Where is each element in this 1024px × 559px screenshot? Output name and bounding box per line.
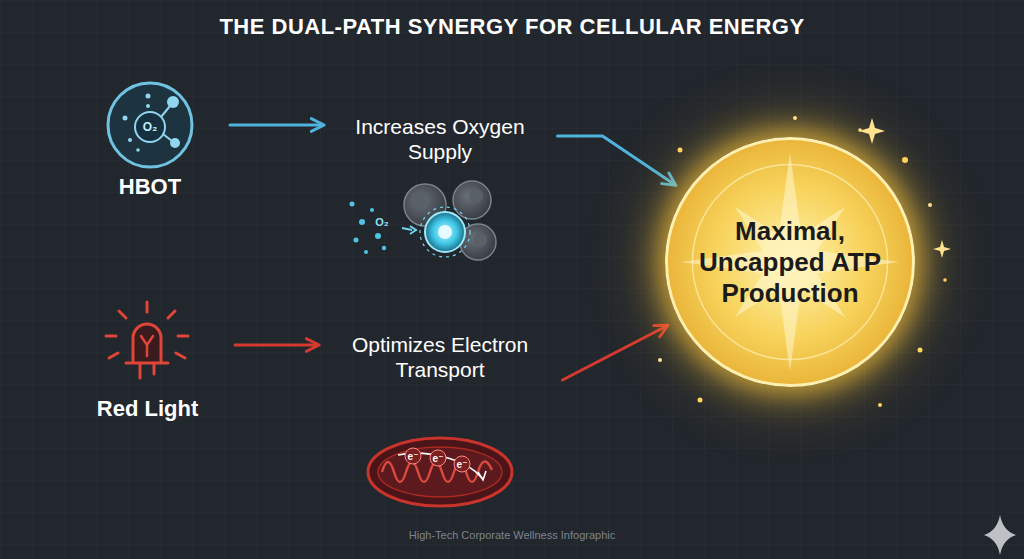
step-label: Increases Oxygen Supply bbox=[337, 114, 544, 164]
oxygen-cells-illustration-part bbox=[469, 189, 483, 203]
hbot-icon-part bbox=[146, 104, 150, 108]
red-light-icon-part bbox=[176, 353, 185, 358]
red-light-icon-part bbox=[139, 363, 142, 378]
mitochondrion-part bbox=[368, 438, 512, 506]
hbot-icon-part bbox=[146, 94, 151, 99]
oxygen-cells-illustration-part bbox=[370, 208, 374, 212]
connector-arrow bbox=[558, 136, 675, 185]
caption-watermark: High-Tech Corporate Wellness Infographic bbox=[0, 529, 1024, 541]
oxygen-cells-illustration-part bbox=[410, 192, 426, 208]
mitochondrion-part bbox=[405, 448, 421, 464]
oxygen-cells-illustration-part bbox=[375, 233, 381, 239]
watermark-sparkle bbox=[984, 515, 1016, 555]
oxygen-cells-illustration-part bbox=[473, 233, 487, 247]
core-glow-part bbox=[928, 203, 932, 207]
oxygen-cells-illustration-part bbox=[438, 225, 452, 239]
hbot-icon-part bbox=[163, 134, 172, 141]
core-glow-part bbox=[678, 148, 683, 153]
core-glow-part bbox=[878, 403, 882, 407]
red-light-icon-part bbox=[141, 336, 153, 356]
red-light-icon-part bbox=[119, 311, 126, 318]
step-label: Optimizes Electron Transport bbox=[332, 332, 549, 382]
icon-caption: HBOT bbox=[80, 174, 220, 200]
molecule-symbol: O₂ bbox=[375, 216, 388, 228]
step-text-node: Increases Oxygen Supply bbox=[333, 112, 548, 166]
core-glow-part bbox=[622, 94, 958, 430]
hbot-icon-part bbox=[161, 106, 170, 117]
atp-core-circle: Maximal, Uncapped ATP Production bbox=[665, 137, 915, 387]
core-glow-part bbox=[933, 240, 951, 258]
diagram-title: THE DUAL-PATH SYNERGY FOR CELLULAR ENERG… bbox=[0, 14, 1024, 40]
hbot-icon-part bbox=[108, 83, 192, 167]
hbot-icon-part bbox=[167, 96, 179, 108]
red-light-icon-part bbox=[178, 335, 188, 338]
core-glow-part bbox=[902, 157, 908, 163]
oxygen-cells-illustration-part bbox=[410, 226, 416, 234]
oxygen-cells-illustration-part bbox=[354, 238, 359, 243]
hbot-icon-part bbox=[128, 138, 132, 142]
core-glow-part bbox=[918, 348, 923, 353]
step-text-node: Optimizes Electron Transport bbox=[328, 330, 553, 384]
connector-arrow bbox=[563, 326, 667, 380]
red-light-icon-part bbox=[133, 324, 161, 362]
connector-arrow bbox=[230, 124, 323, 127]
hbot-icon-part bbox=[123, 116, 128, 121]
red-light-node: Red Light bbox=[70, 300, 225, 422]
oxygen-cells-illustration-part bbox=[402, 228, 412, 230]
icon-caption: Red Light bbox=[70, 396, 225, 422]
mitochondrion-part bbox=[454, 456, 470, 472]
molecule-symbol: O₂ bbox=[143, 120, 158, 134]
oxygen-cells-illustration-part bbox=[350, 202, 355, 207]
oxygen-cells-illustration-part bbox=[425, 212, 465, 252]
mitochondrion-part bbox=[378, 447, 502, 497]
hbot-icon bbox=[108, 83, 192, 167]
connector-arrow bbox=[235, 344, 318, 347]
red-light-icon-part bbox=[146, 302, 149, 312]
mitochondrion-part bbox=[478, 471, 486, 480]
mitochondrion bbox=[368, 438, 512, 506]
oxygen-cells-illustration-part bbox=[420, 207, 470, 257]
red-light-icon-part bbox=[106, 335, 116, 338]
core-glow-part bbox=[698, 398, 703, 403]
oxygen-cells-illustration-part bbox=[453, 181, 491, 219]
red-light-icon-part bbox=[109, 353, 118, 358]
core-glow-part bbox=[943, 278, 947, 282]
red-light-icon-part bbox=[126, 362, 168, 365]
oxygen-cells-illustration-part bbox=[382, 246, 386, 250]
red-light-icon bbox=[106, 302, 188, 378]
core-glow-part bbox=[658, 358, 662, 362]
hbot-icon-part bbox=[136, 148, 140, 152]
oxygen-cells-illustration-part bbox=[364, 250, 368, 254]
core-glow bbox=[622, 94, 958, 430]
core-star-part bbox=[681, 153, 900, 372]
core-glow-part bbox=[793, 116, 797, 120]
mitochondrion-part bbox=[430, 450, 446, 466]
electron-symbol: e⁻ bbox=[433, 453, 444, 464]
red-light-icon-part bbox=[153, 363, 156, 374]
core-label: Maximal, Uncapped ATP Production bbox=[688, 216, 893, 309]
electron-symbol: e⁻ bbox=[457, 459, 468, 470]
oxygen-cells-illustration bbox=[350, 181, 497, 260]
electron-symbol: e⁻ bbox=[408, 451, 419, 462]
core-glow-part bbox=[859, 118, 885, 144]
red-light-icon-part bbox=[168, 311, 175, 318]
hbot-node: HBOT bbox=[80, 78, 220, 200]
oxygen-cells-illustration-part bbox=[359, 219, 365, 225]
hbot-icon-part bbox=[170, 138, 180, 148]
